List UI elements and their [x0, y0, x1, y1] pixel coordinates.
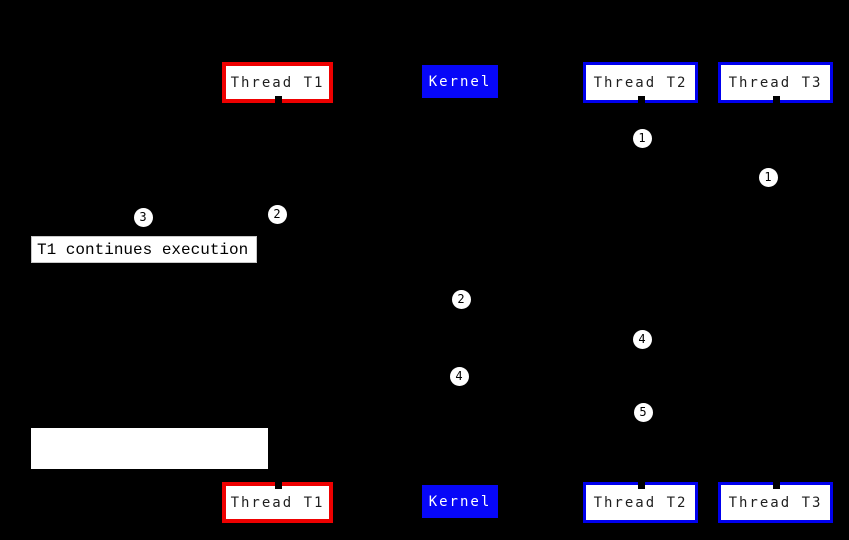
step-marker-2: 2 [267, 204, 287, 224]
thread-t2-top-lifeline-notch [637, 96, 645, 104]
thread-t2-bottom-lifeline-notch [637, 481, 645, 489]
step-marker-4: 4 [449, 366, 469, 386]
step-marker-4: 4 [632, 329, 652, 349]
step-marker-2: 2 [451, 289, 471, 309]
thread-t3-top-lifeline-notch [772, 96, 780, 104]
kernel-bottom-box: Kernel [422, 485, 498, 518]
blank-white-rect [31, 428, 268, 469]
step-marker-5: 5 [633, 402, 653, 422]
step-marker-1: 1 [758, 167, 778, 187]
thread-t1-bottom-lifeline-notch [274, 481, 282, 489]
thread-t3-bottom-lifeline-notch [772, 481, 780, 489]
kernel-top-box: Kernel [422, 65, 498, 98]
step-marker-3: 3 [133, 207, 153, 227]
t1-continues-label: T1 continues execution [31, 236, 257, 263]
thread-t1-top-lifeline-notch [274, 96, 282, 104]
step-marker-1: 1 [632, 128, 652, 148]
